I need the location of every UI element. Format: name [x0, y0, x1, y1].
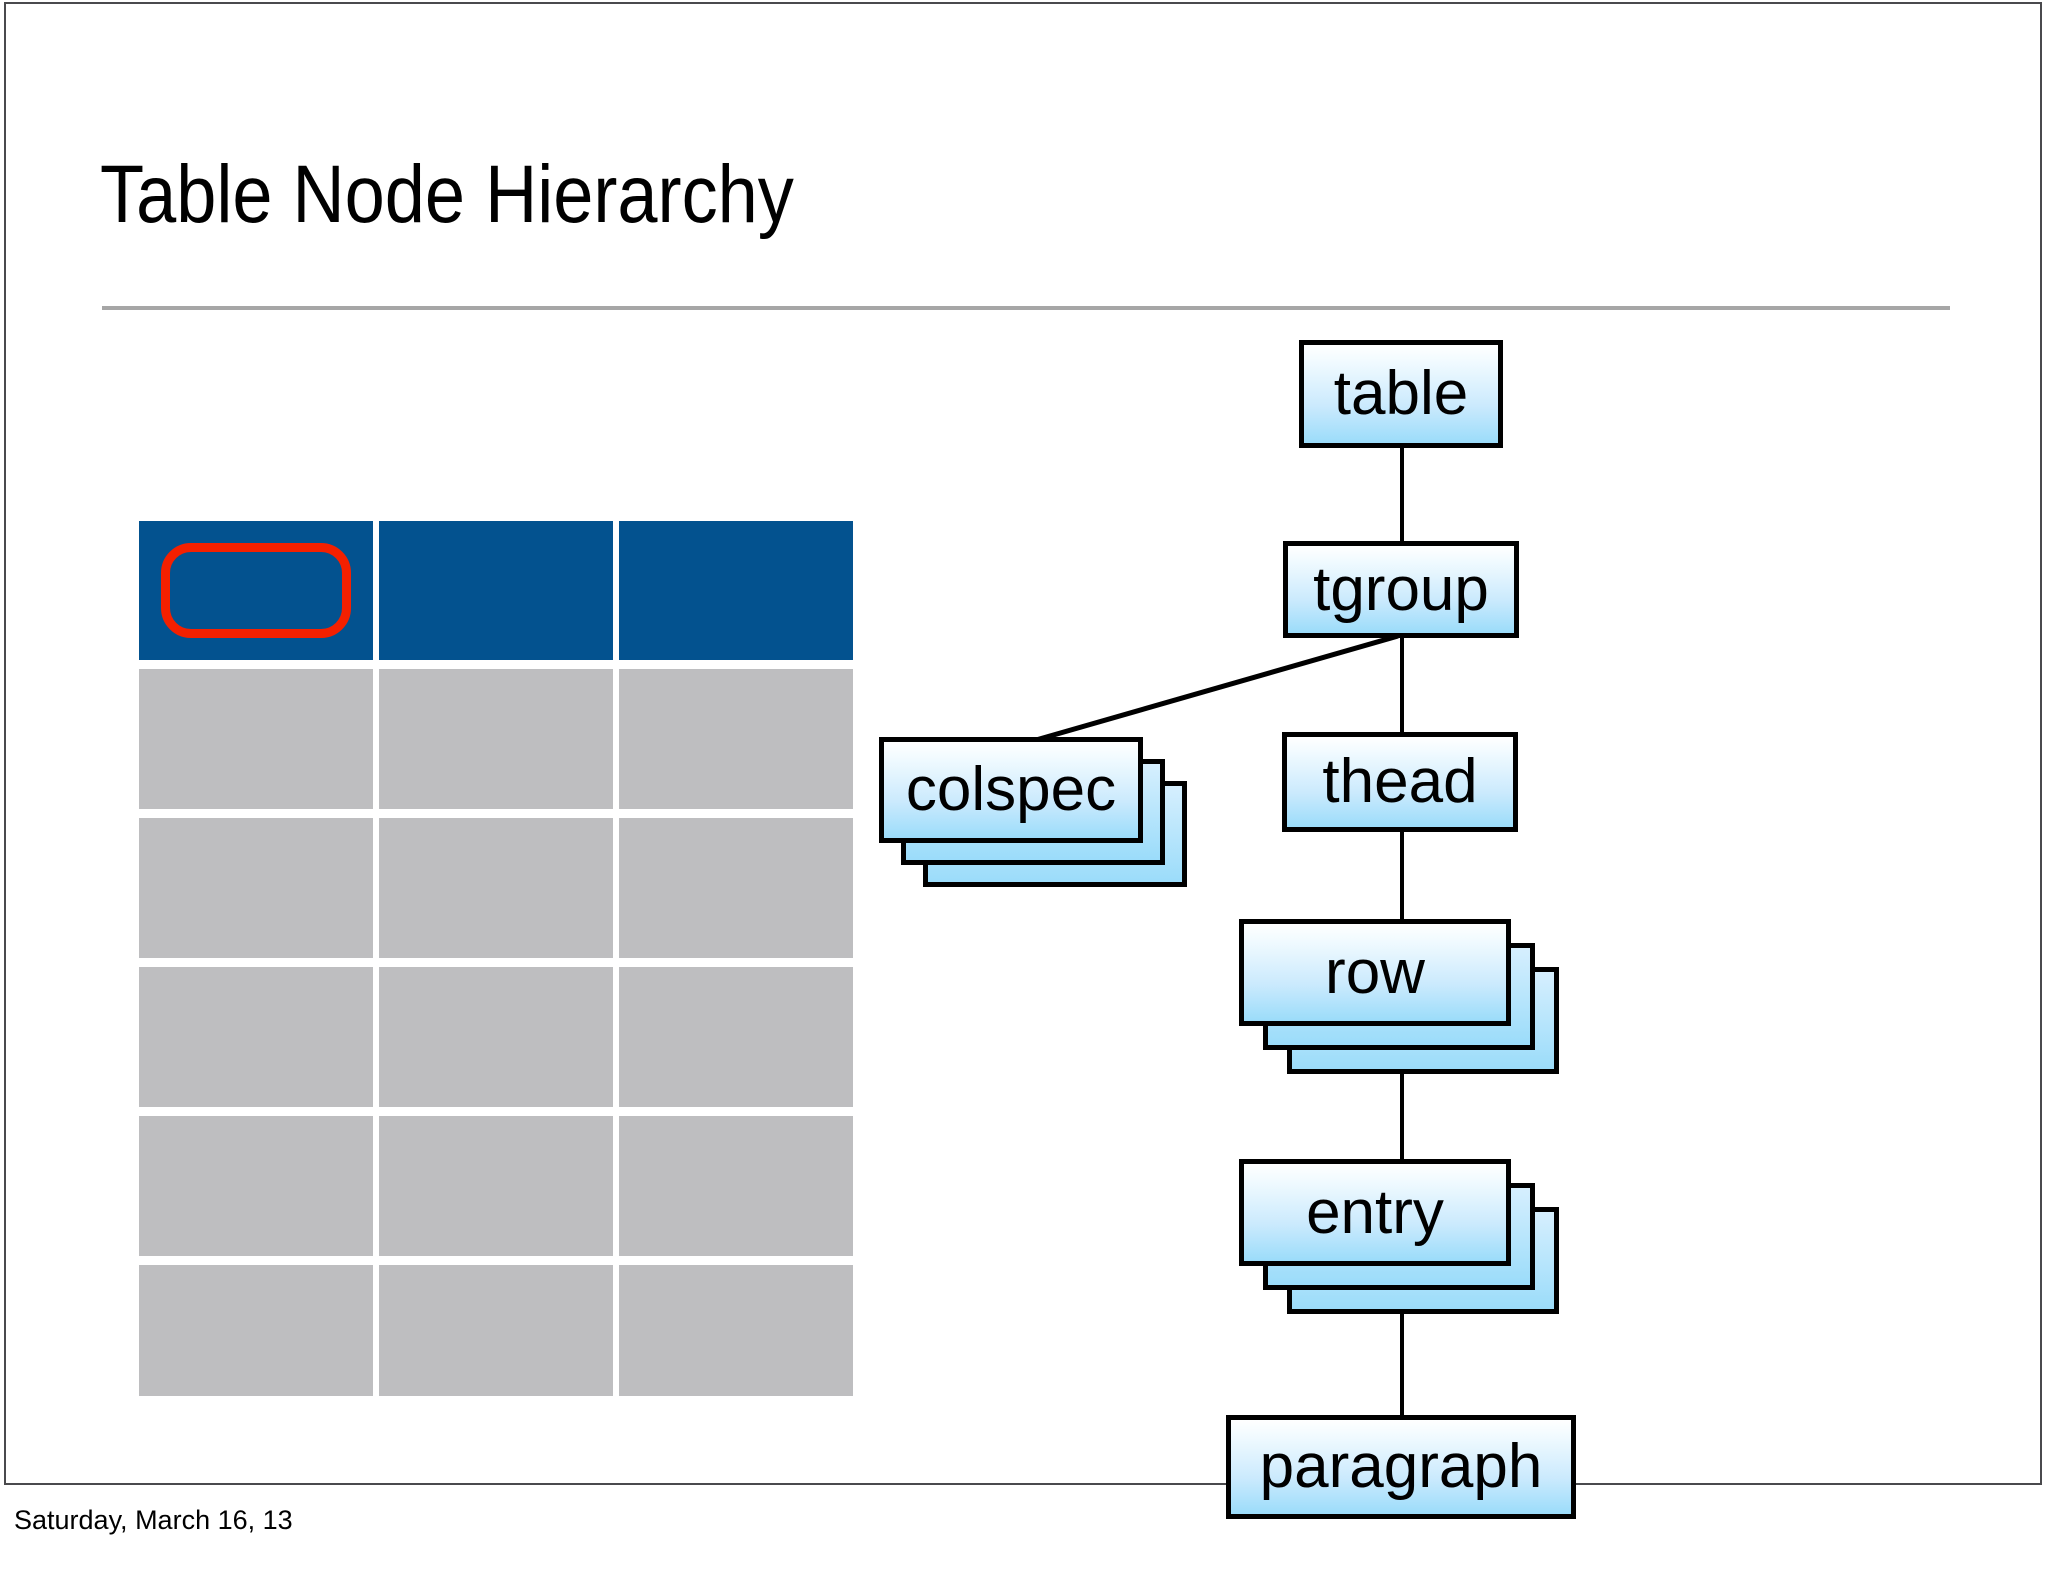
table-cell-r5c2: [619, 1265, 853, 1396]
table-cell-r4c0: [139, 1116, 373, 1256]
table-cell-r3c0: [139, 967, 373, 1107]
node-row-label: row: [1325, 937, 1425, 1007]
table-cell-r5c0: [139, 1265, 373, 1396]
node-colspec-label: colspec: [905, 755, 1117, 824]
table-illustration: [139, 521, 853, 1396]
page-title: Table Node Hierarchy: [100, 149, 794, 240]
node-paragraph[interactable]: paragraph: [1226, 1415, 1576, 1519]
node-entry-back-2: [1287, 1207, 1559, 1314]
table-cell-r0c2: [619, 521, 853, 660]
node-colspec-stack[interactable]: colspec: [879, 737, 1187, 892]
node-tgroup[interactable]: tgroup: [1283, 541, 1519, 638]
table-cell-r2c1: [379, 818, 613, 958]
node-thead[interactable]: thead: [1282, 732, 1518, 832]
table-cell-r3c2: [619, 967, 853, 1107]
node-row-back-2: [1287, 967, 1559, 1074]
table-cell-r2c0: [139, 818, 373, 958]
footer-date: Saturday, March 16, 13: [14, 1505, 293, 1535]
node-paragraph-label: paragraph: [1259, 1432, 1543, 1501]
edge-thead-row: [1400, 829, 1404, 939]
table-cell-r1c2: [619, 669, 853, 809]
table-cell-r4c1: [379, 1116, 613, 1256]
table-cell-r3c1: [379, 967, 613, 1107]
node-entry[interactable]: entry: [1239, 1159, 1511, 1266]
node-entry-back-1: [1263, 1183, 1535, 1290]
node-entry-stack[interactable]: entry: [1239, 1159, 1559, 1314]
node-thead-label: thead: [1322, 747, 1478, 816]
edge-tgroup-thead: [1400, 634, 1404, 739]
slide-canvas: Table Node Hierarchy: [4, 2, 2042, 1519]
node-colspec-back-1: [901, 759, 1165, 865]
table-cell-r0c0: [139, 521, 373, 660]
node-entry-label: entry: [1306, 1177, 1444, 1247]
node-colspec-back-2: [923, 781, 1187, 887]
table-cell-r4c2: [619, 1116, 853, 1256]
node-table-label: table: [1333, 359, 1469, 428]
table-cell-r1c1: [379, 669, 613, 809]
node-row[interactable]: row: [1239, 919, 1511, 1026]
edge-table-tgroup: [1400, 444, 1404, 554]
node-tgroup-label: tgroup: [1313, 554, 1489, 624]
table-cell-r5c1: [379, 1265, 613, 1396]
node-table[interactable]: table: [1299, 340, 1503, 448]
table-cell-r2c2: [619, 818, 853, 958]
edge-entry-paragraph: [1400, 1309, 1404, 1419]
node-row-back-1: [1263, 943, 1535, 1050]
table-cell-r1c0: [139, 669, 373, 809]
node-colspec[interactable]: colspec: [879, 737, 1143, 843]
node-row-stack[interactable]: row: [1239, 919, 1559, 1074]
title-divider: [102, 306, 1950, 310]
edge-row-entry: [1400, 1069, 1404, 1179]
table-cell-r0c1: [379, 521, 613, 660]
